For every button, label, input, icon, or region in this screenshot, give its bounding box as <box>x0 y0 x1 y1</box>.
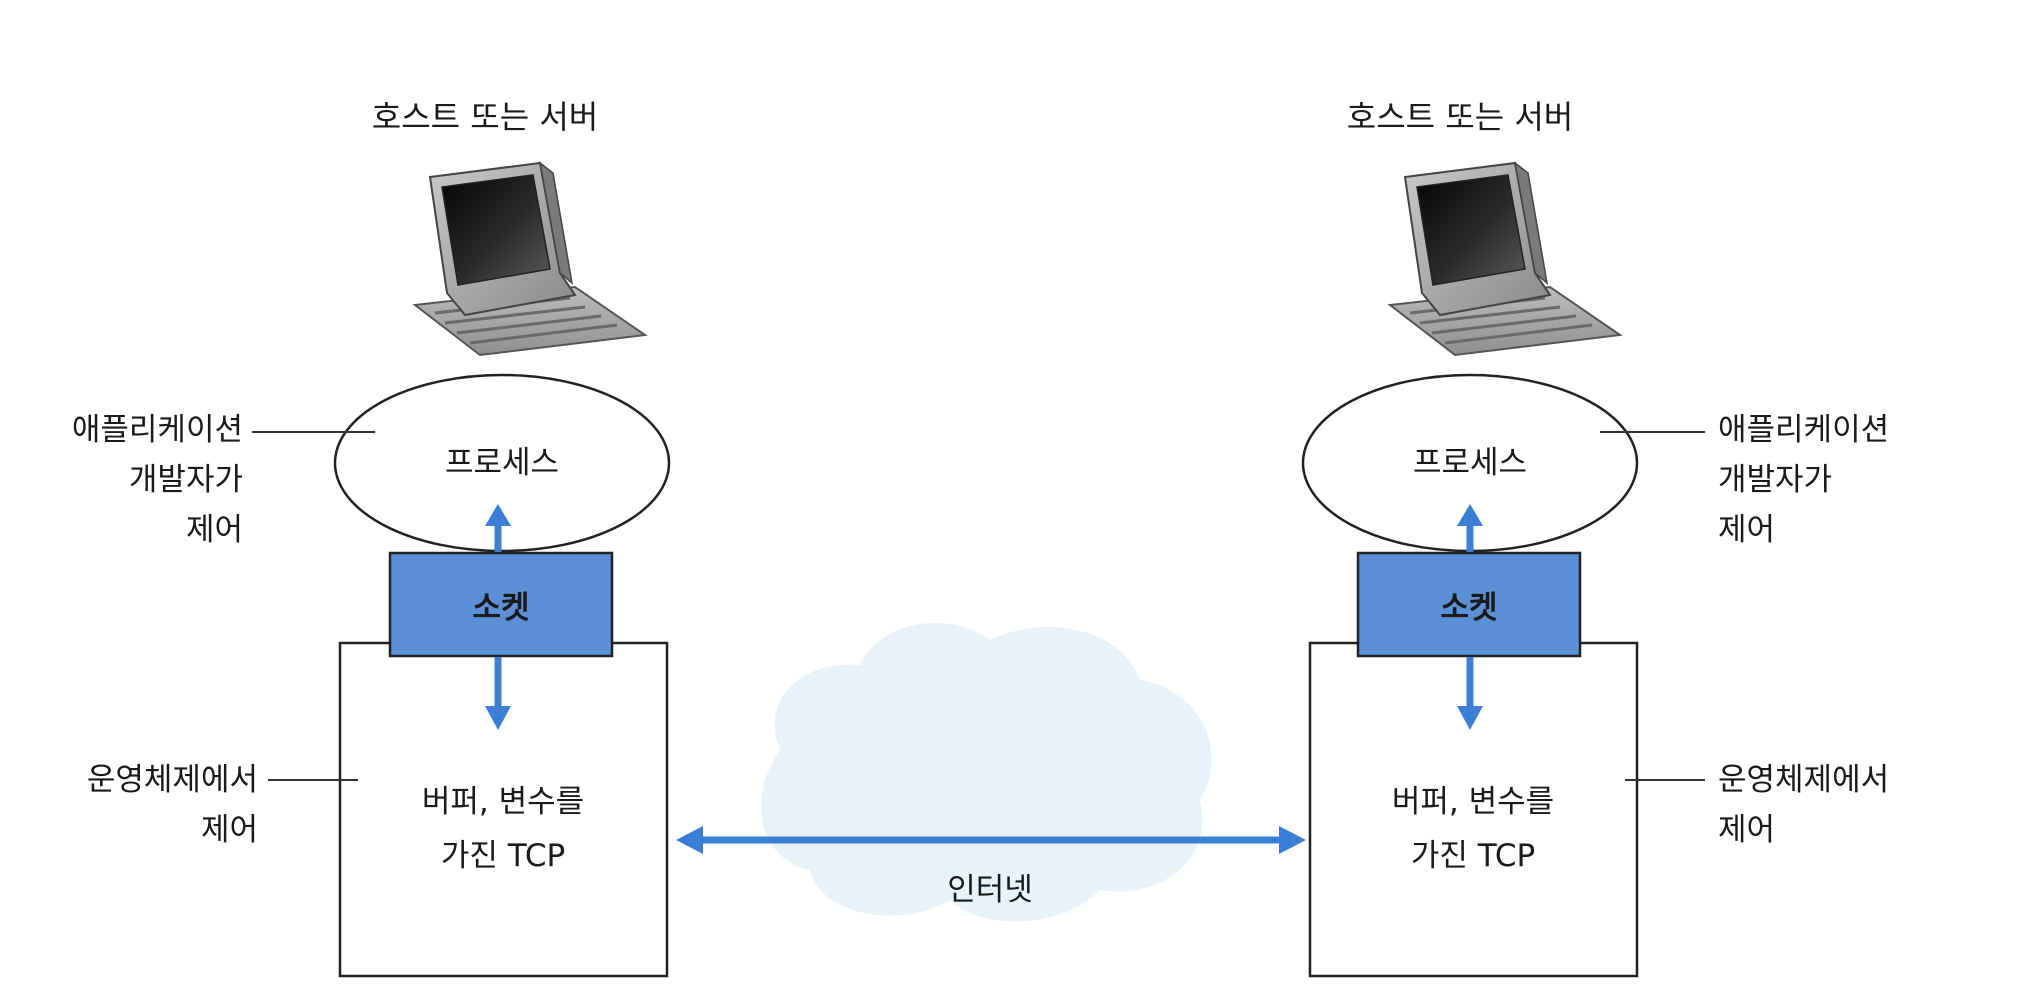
computer-icon <box>412 161 648 357</box>
arrow-socket-to-tcp <box>1457 657 1483 730</box>
tcp-label-line2: 가진 TCP <box>1411 838 1535 874</box>
os-control-line1: 운영체제에서 <box>87 762 258 798</box>
arrow-socket-to-process <box>1457 504 1483 552</box>
socket-label: 소켓 <box>472 590 529 626</box>
os-control-callout: 운영체제에서 제어 <box>1625 762 1889 848</box>
app-control-line1: 애플리케이션 <box>1718 412 1889 448</box>
host-title: 호스트 또는 서버 <box>1347 98 1573 136</box>
process-ellipse: 프로세스 <box>1301 373 1639 553</box>
os-control-line2: 제어 <box>1718 812 1775 848</box>
app-control-line2: 개발자가 <box>1718 462 1832 498</box>
host-title: 호스트 또는 서버 <box>372 98 598 136</box>
socket-box: 소켓 <box>388 551 614 658</box>
os-control-line2: 제어 <box>201 812 258 848</box>
internet-label: 인터넷 <box>947 872 1033 908</box>
host-left: 호스트 또는 서버 프로세스 버퍼, 변수를 가진 TCP 소켓 <box>72 98 671 978</box>
arrow-socket-to-process <box>485 504 511 552</box>
tcp-label-line1: 버퍼, 변수를 <box>422 784 584 820</box>
socket-label: 소켓 <box>1440 590 1497 626</box>
socket-box: 소켓 <box>1356 551 1582 658</box>
app-control-line3: 제어 <box>186 512 243 548</box>
tcp-label-line1: 버퍼, 변수를 <box>1392 784 1554 820</box>
internet-link-arrow <box>676 826 1306 854</box>
app-control-callout: 애플리케이션 개발자가 제어 <box>1600 412 1889 548</box>
internet-cloud <box>760 622 1212 922</box>
tcp-label-line2: 가진 TCP <box>441 838 565 874</box>
app-control-line2: 개발자가 <box>129 462 243 498</box>
process-label: 프로세스 <box>445 445 559 481</box>
tcp-box: 버퍼, 변수를 가진 TCP <box>338 641 669 978</box>
process-label: 프로세스 <box>1413 445 1527 481</box>
app-control-line3: 제어 <box>1718 512 1775 548</box>
os-control-callout: 운영체제에서 제어 <box>87 762 358 848</box>
computer-icon <box>1387 161 1623 357</box>
app-control-callout: 애플리케이션 개발자가 제어 <box>72 412 375 548</box>
app-control-line1: 애플리케이션 <box>72 412 243 448</box>
os-control-line1: 운영체제에서 <box>1718 762 1889 798</box>
host-right: 호스트 또는 서버 프로세스 버퍼, 변수를 가진 TCP 소켓 <box>1301 98 1889 978</box>
process-ellipse: 프로세스 <box>333 373 671 553</box>
arrow-socket-to-tcp <box>485 657 511 730</box>
